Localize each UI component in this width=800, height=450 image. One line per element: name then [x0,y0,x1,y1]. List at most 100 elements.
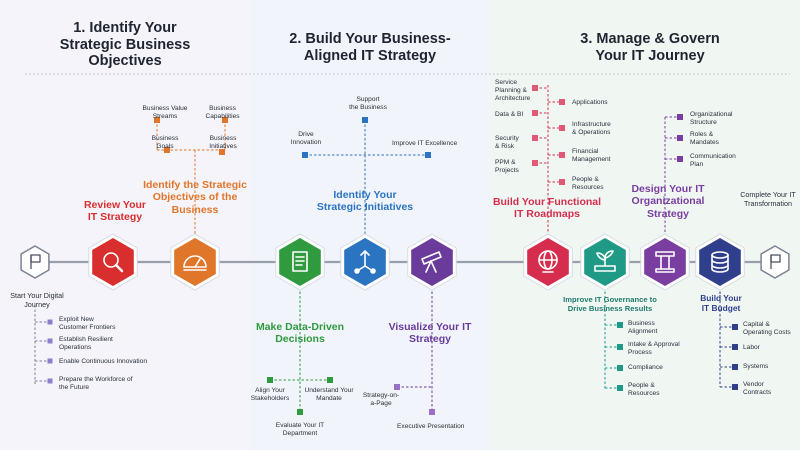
review-title: Review Your IT Strategy [70,199,160,224]
phase-3-background [490,0,800,450]
decisions-title-line-1: Make Data-Driven [255,321,345,333]
goals-marker [164,147,170,153]
start-item-marker [47,338,53,344]
network-arrow [360,250,370,256]
evaluate-line-2: Department [282,429,318,437]
start-item-1-line-1: Exploit New [59,316,94,323]
goals-line-2: Goals [156,142,174,150]
budget-item-3: Systems [743,363,768,371]
coins-icon [711,251,729,273]
network-dot-right [370,268,376,274]
roadmap-left-4-line-1: PPM & [495,159,516,166]
flag-cloth [30,254,41,263]
phase-3-title: 3. Manage & Govern Your IT Journey [555,31,745,64]
governance-item-2: Intake & Approval Process [628,341,680,357]
org-item-3: Communication Plan [690,153,736,169]
phase-1-title-line-1: 1. Identify Your [73,20,177,36]
review-title-line-1: Review Your [83,199,147,211]
start-item-4: Prepare the Workforce of the Future [59,376,133,392]
align-marker [267,377,273,383]
budget-marker [732,344,738,350]
governance-item-1-line-1: Business [628,320,655,327]
initiatives-sub-excellence: Improve IT Excellence [392,140,457,148]
roadmap-right-2-line-1: Infrastructure [572,121,611,128]
decisions-sub-align: Align Your Stakeholders [245,387,295,403]
document-hex [279,238,321,286]
phase-1-title-line-3: Objectives [88,53,162,70]
phase-3-title-line-1: 3. Manage & Govern [580,31,720,47]
magnifier-icon [103,252,124,273]
end-label-line-2: Transformation [743,198,793,208]
start-item-1-line-2: Customer Frontiers [59,323,116,331]
flag-icon [30,254,41,269]
phase-1-title-line-2: Strategic Business [59,36,191,53]
biz-initiatives-line-1: Business [209,135,237,142]
start-item-marker [47,319,53,325]
roadmap-left-4: PPM & Projects [495,159,519,175]
value-streams-line-2: Streams [152,112,178,120]
start-item-1: Exploit New Customer Frontiers [59,316,115,332]
governance-item-1: Business Alignment [628,320,657,336]
network-icon [354,250,376,274]
drive-line-1: Drive [298,131,314,138]
initiatives-title-line-1: Identify Your [333,189,397,201]
org-title-line-3: Strategy [646,207,689,220]
mandate-marker [327,377,333,383]
capabilities-marker [222,117,228,123]
start-item-marker [47,358,53,364]
visualize-title-line-1: Visualize Your IT [388,321,472,333]
objectives-sub-capabilities: Business Capabilities [195,105,250,121]
start-item-3-line-1: Enable Continuous Innovation [59,358,147,365]
flag-icon [770,254,781,269]
roadmap-left-3: Security & Risk [495,135,519,151]
page-marker [394,384,400,390]
org-marker [677,135,683,141]
start-label-line-2: Journey [24,299,50,309]
roadmaps-title: Build Your Functional IT Roadmaps [485,196,609,221]
decisions-sub-evaluate: Evaluate Your IT Department [268,422,332,438]
start-label: Start Your Digital Journey [2,291,72,309]
align-line-1: Align Your [255,387,285,394]
roadmap-right-marker [559,125,565,131]
review-title-line-2: IT Strategy [87,211,143,224]
visualize-title: Visualize Your IT Strategy [380,321,480,346]
roadmap-left-2: Data & BI [495,111,523,119]
roadmap-left-3-line-2: & Risk [495,142,515,150]
budget-item-4: Vendor Contracts [743,381,771,397]
roadmap-left-1: Service Planning & Architecture [495,79,530,103]
roadmap-right-1-line-1: Applications [572,99,608,106]
initiatives-title-line-2: Strategic Initiatives [316,201,414,214]
value-streams-line-1: Business Value [142,105,188,112]
org-item-2: Roles & Mandates [690,131,719,147]
governance-item-4: People & Resources [628,382,660,398]
initiatives-title: Identify Your Strategic Initiatives [300,189,430,214]
document-page [292,251,308,272]
budget-item-2: Labor [743,344,760,352]
roadmap-left-1-line-3: Architecture [495,94,531,102]
governance-item-3-line-1: Compliance [628,364,663,371]
pillar-base [655,268,675,273]
phase-2-title-line-1: 2. Build Your Business- [289,31,451,47]
capabilities-line-1: Business [209,105,236,112]
roadmap-right-3-line-1: Financial [572,148,599,155]
drive-line-2: Innovation [290,138,322,146]
capabilities-line-2: Capabilities [205,112,240,120]
protractor-icon [183,255,207,271]
roadmap-right-marker [559,152,565,158]
page-line-2: a-Page [370,399,392,407]
plant-icon [594,250,616,272]
budget-marker [732,384,738,390]
objectives-title: Identify the Strategic Objectives of the… [140,179,250,216]
budget-item-4-line-1: Vendor [743,381,764,388]
org-item-3-line-2: Plan [690,160,704,168]
roadmap-left-marker [532,135,538,141]
phase-3-title-line-2: Your IT Journey [595,47,705,64]
decisions-sub-mandate: Understand Your Mandate [298,387,360,403]
pillar-capital [655,251,675,257]
end-label-line-1: Complete Your IT [740,190,796,199]
budget-item-3-line-1: Systems [743,363,769,370]
excellence-marker [425,152,431,158]
initiatives-marker [219,149,225,155]
start-item-3: Enable Continuous Innovation [59,358,147,366]
governance-item-1-line-2: Alignment [628,327,658,335]
